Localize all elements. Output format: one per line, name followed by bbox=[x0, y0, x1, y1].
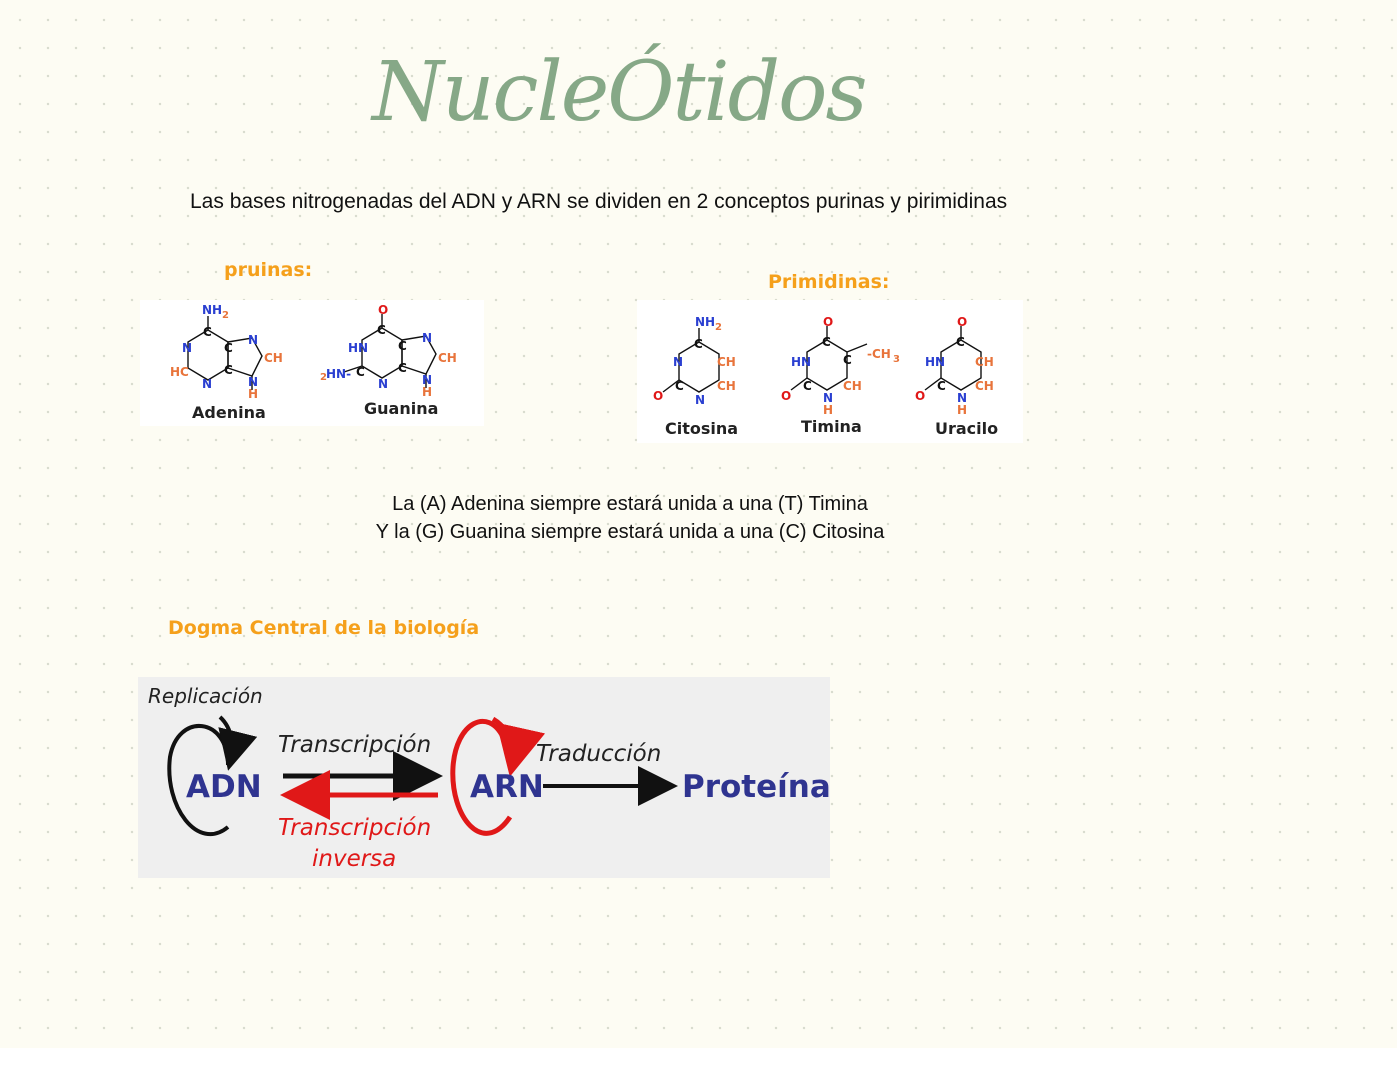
svg-text:N: N bbox=[202, 377, 212, 391]
svg-text:N: N bbox=[422, 331, 432, 345]
page-bottom-strip bbox=[0, 1048, 1397, 1080]
svg-text:2: 2 bbox=[320, 372, 327, 383]
svg-text:C: C bbox=[398, 361, 407, 375]
svg-text:H: H bbox=[248, 387, 258, 401]
svg-text:NH: NH bbox=[695, 315, 715, 329]
svg-text:HN-: HN- bbox=[326, 367, 351, 381]
svg-text:HN: HN bbox=[925, 355, 945, 369]
svg-text:NH: NH bbox=[202, 303, 222, 317]
svg-text:N: N bbox=[378, 377, 388, 391]
svg-text:H: H bbox=[823, 403, 833, 417]
svg-text:C: C bbox=[937, 379, 946, 393]
svg-text:N: N bbox=[422, 373, 432, 387]
svg-text:C: C bbox=[377, 323, 386, 337]
uracilo-structure bbox=[924, 326, 982, 391]
uracilo-label: Uracilo bbox=[935, 419, 998, 438]
dogma-heading: Dogma Central de la biología bbox=[168, 617, 480, 639]
pirimidinas-heading: Primidinas: bbox=[768, 271, 890, 293]
svg-text:C: C bbox=[224, 363, 233, 377]
svg-text:O: O bbox=[915, 389, 925, 403]
svg-text:C: C bbox=[398, 339, 407, 353]
svg-text:C: C bbox=[694, 337, 703, 351]
arn-loop-arrow-head bbox=[491, 716, 546, 777]
svg-text:O: O bbox=[378, 303, 388, 317]
pairing-line-2: Y la (G) Guanina siempre estará unida a … bbox=[375, 521, 885, 543]
svg-text:O: O bbox=[653, 389, 663, 403]
guanina-structure bbox=[343, 314, 437, 388]
page-title: NucleÓtidos bbox=[372, 45, 868, 140]
svg-text:H: H bbox=[422, 385, 432, 399]
transcripcion-label: Transcripción bbox=[278, 732, 431, 758]
svg-text:HN: HN bbox=[348, 341, 368, 355]
svg-text:N: N bbox=[823, 391, 833, 405]
svg-text:C: C bbox=[675, 379, 684, 393]
central-dogma-diagram: Replicación ADN Transcripción Transcripc… bbox=[138, 677, 831, 878]
svg-text:CH: CH bbox=[717, 379, 736, 393]
svg-text:N: N bbox=[248, 333, 258, 347]
svg-text:HN: HN bbox=[791, 355, 811, 369]
svg-text:CH: CH bbox=[264, 351, 283, 365]
arn-label: ARN bbox=[470, 769, 544, 805]
arn-loop bbox=[450, 718, 513, 836]
timina-structure bbox=[790, 326, 868, 391]
transcripcion-inversa-label-2: inversa bbox=[312, 846, 396, 872]
adn-label: ADN bbox=[186, 769, 262, 805]
adenina-label: Adenina bbox=[192, 403, 266, 422]
purinas-heading: pruinas: bbox=[224, 259, 313, 281]
svg-text:O: O bbox=[823, 315, 833, 329]
pairing-line-1: La (A) Adenina siempre estará unida a un… bbox=[392, 493, 868, 515]
proteina-label: Proteína bbox=[682, 769, 830, 805]
svg-text:HC: HC bbox=[170, 365, 189, 379]
svg-text:H: H bbox=[957, 403, 967, 417]
svg-text:C: C bbox=[224, 341, 233, 355]
replicacion-label: Replicación bbox=[148, 684, 263, 708]
svg-text:CH: CH bbox=[438, 351, 457, 365]
svg-text:CH: CH bbox=[843, 379, 862, 393]
replicacion-loop bbox=[167, 724, 230, 836]
guanina-label: Guanina bbox=[364, 399, 438, 418]
svg-text:N: N bbox=[673, 355, 683, 369]
svg-text:CH: CH bbox=[717, 355, 736, 369]
svg-text:C: C bbox=[803, 379, 812, 393]
svg-text:-CH: -CH bbox=[867, 347, 891, 361]
svg-text:N: N bbox=[695, 393, 705, 407]
svg-text:O: O bbox=[957, 315, 967, 329]
pairing-rules: La (A) Adenina siempre estará unida a un… bbox=[340, 490, 920, 546]
citosina-label: Citosina bbox=[665, 419, 738, 438]
svg-text:C: C bbox=[356, 365, 365, 379]
svg-text:C: C bbox=[843, 353, 852, 367]
traduccion-label: Traducción bbox=[536, 741, 661, 767]
timina-label: Timina bbox=[801, 417, 862, 436]
citosina-structure bbox=[662, 328, 720, 393]
svg-text:C: C bbox=[822, 335, 831, 349]
svg-text:N: N bbox=[182, 341, 192, 355]
svg-text:3: 3 bbox=[893, 354, 900, 365]
svg-text:2: 2 bbox=[715, 322, 722, 333]
adenina-structure bbox=[187, 316, 263, 390]
svg-text:2: 2 bbox=[222, 310, 229, 321]
replicacion-arrow-head bbox=[218, 715, 258, 771]
svg-text:CH: CH bbox=[975, 379, 994, 393]
svg-text:CH: CH bbox=[975, 355, 994, 369]
svg-text:C: C bbox=[956, 335, 965, 349]
transcripcion-inversa-label-1: Transcripción bbox=[278, 815, 431, 841]
svg-text:O: O bbox=[781, 389, 791, 403]
central-dogma-svg: Replicación ADN Transcripción Transcripc… bbox=[148, 684, 831, 872]
svg-text:N: N bbox=[957, 391, 967, 405]
svg-text:C: C bbox=[203, 325, 212, 339]
svg-text:N: N bbox=[248, 375, 258, 389]
intro-text: Las bases nitrogenadas del ADN y ARN se … bbox=[190, 190, 1008, 213]
